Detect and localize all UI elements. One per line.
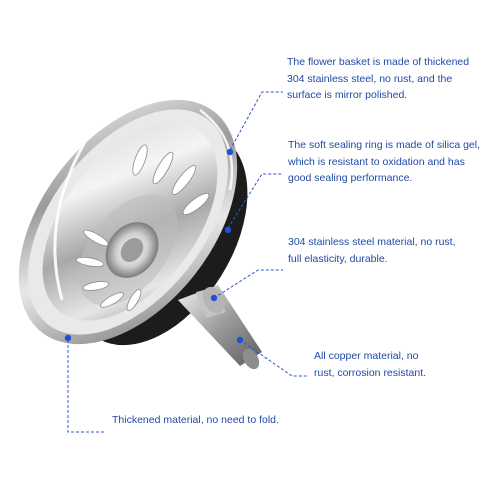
annotation-steel-material: 304 stainless steel material, no rust, f… [288,236,456,265]
annotation-thickened-material: Thickened material, no need to fold. [112,414,279,426]
leader-line-sealing-ring [227,173,283,229]
annotation-flower-basket: The flower basket is made of thickened 3… [287,56,470,101]
rim-highlight [53,139,88,301]
marker-dot [224,226,232,234]
leader-line-thickened-material [67,340,106,433]
leader-lines [67,91,308,433]
marker-dot [64,334,72,342]
copper-post [178,285,262,370]
marker-dots [64,148,244,344]
marker-dot [210,294,218,302]
marker-dot [226,148,234,156]
leader-line-copper-material [239,339,308,377]
annotation-sealing-ring: The soft sealing ring is made of silica … [288,139,481,184]
rim-highlight [199,109,234,191]
center-hub [105,222,159,278]
basket-slots [75,144,210,311]
leader-line-flower-basket [229,91,283,151]
leader-line-steel-material [213,269,283,299]
annotation-copper-material: All copper material, no rust, corrosion … [314,350,427,379]
marker-dot [236,336,244,344]
